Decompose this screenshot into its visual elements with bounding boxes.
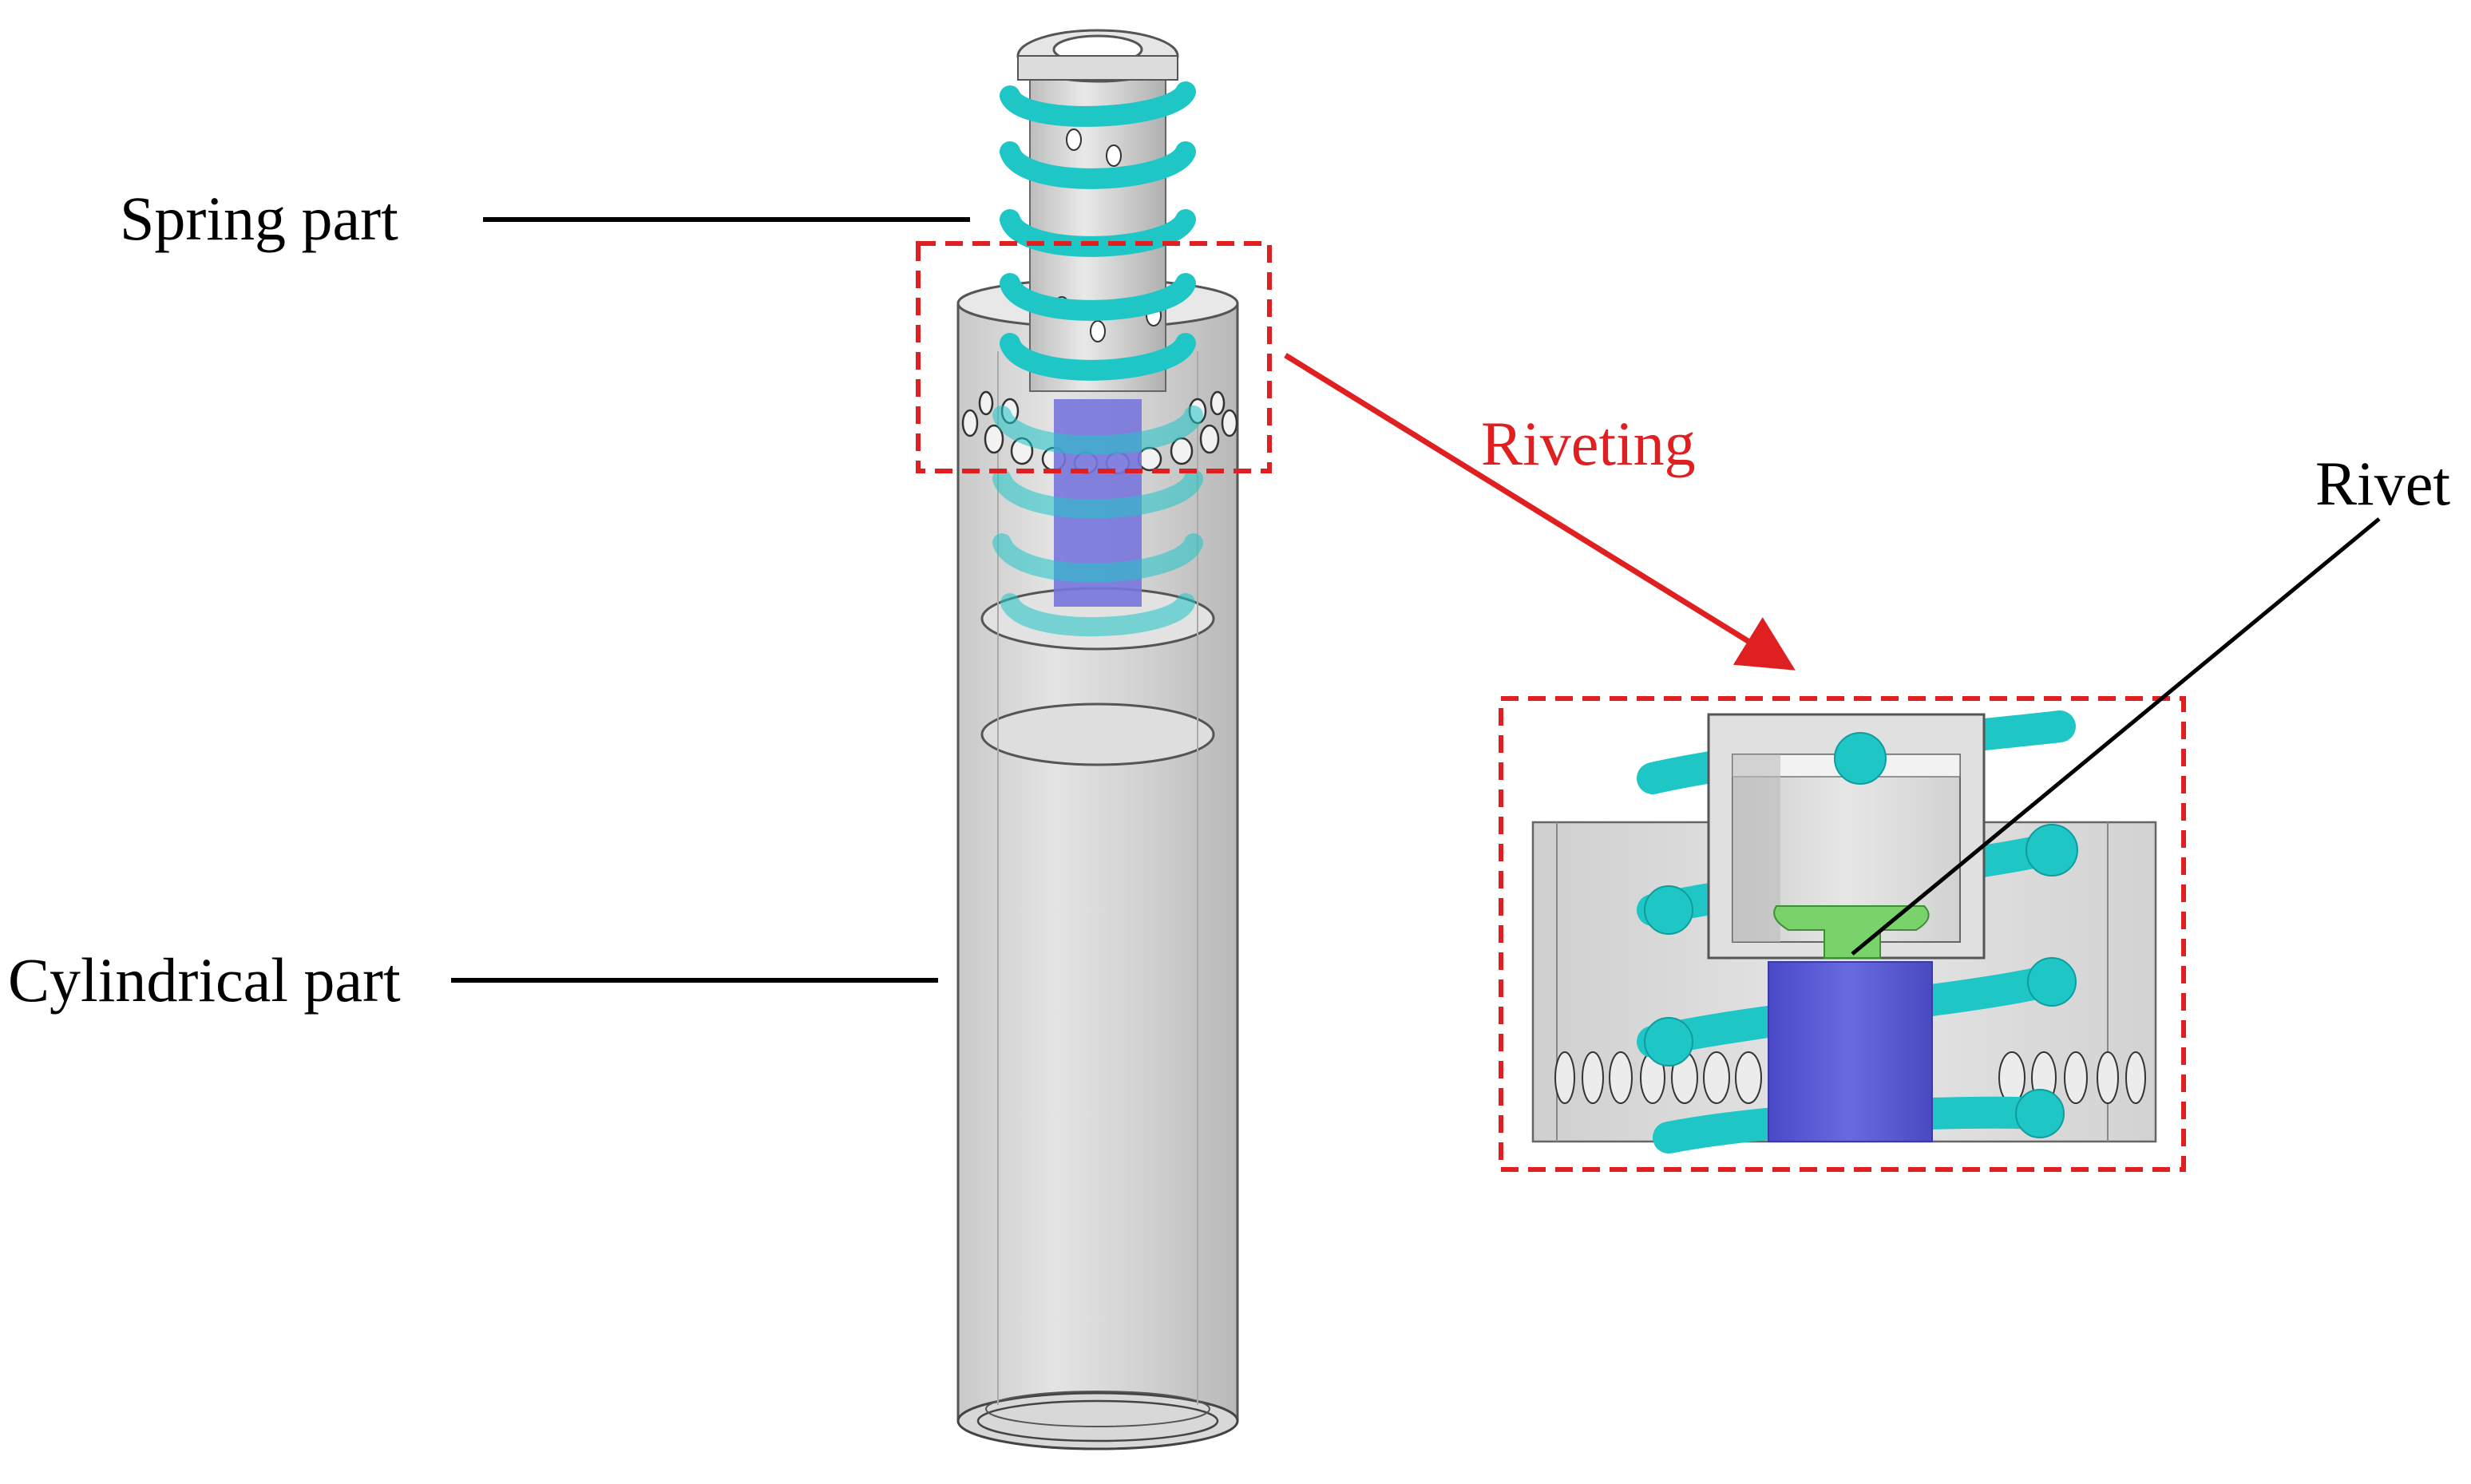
rivet-head — [1773, 905, 1930, 959]
inset-hole-row — [1554, 1051, 2146, 1104]
cylindrical-part-label: Cylindrical part — [8, 945, 401, 1015]
rivet-label: Rivet — [2315, 449, 2450, 518]
detail-inset — [1499, 696, 2186, 1172]
rivet-leader — [1851, 517, 2381, 956]
spring-part — [1000, 81, 1196, 381]
rivet-body — [1768, 961, 1933, 1142]
spring-part-lower — [992, 406, 1203, 637]
riveting-arrow — [1284, 353, 1796, 671]
spring-rod — [1016, 29, 1179, 392]
inset-spring-front — [1644, 732, 2078, 1138]
riveting-region-highlight — [916, 241, 1272, 473]
riveting-label: Riveting — [1481, 409, 1696, 478]
spring-part-label: Spring part — [120, 184, 398, 253]
